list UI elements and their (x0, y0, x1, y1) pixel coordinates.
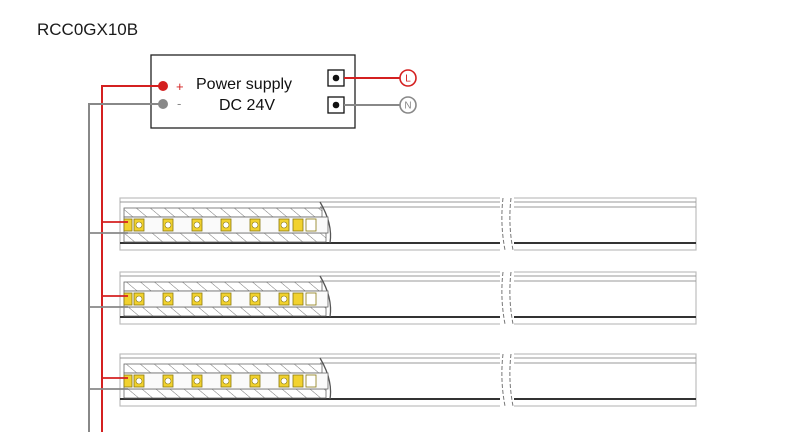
break-line (501, 353, 506, 407)
break-line (501, 197, 506, 251)
input-solder-pad (123, 218, 133, 232)
led-chip (220, 374, 232, 388)
led-strip-3 (89, 352, 697, 410)
live-terminal-icon (399, 69, 417, 87)
led-chip (249, 218, 261, 232)
led-strip-1 (89, 196, 697, 254)
neutral-terminal-icon (399, 96, 417, 114)
input-solder-pad (123, 374, 133, 388)
cut-point-pad (292, 292, 304, 306)
led-chip (278, 292, 290, 306)
led-chip (278, 374, 290, 388)
neutral-label: N (404, 101, 411, 112)
cut-point-pad (292, 218, 304, 232)
live-label: L (405, 74, 411, 85)
cut-point-pad (292, 374, 304, 388)
led-chip (191, 292, 203, 306)
led-chip (249, 292, 261, 306)
led-chip (278, 218, 290, 232)
negative-bus-wire (88, 103, 163, 432)
led-chip (162, 374, 174, 388)
break-line (501, 271, 506, 325)
led-chip (220, 218, 232, 232)
led-strip-2 (89, 270, 697, 328)
psu-label-line1: Power supply (196, 76, 292, 93)
psu-label-line2: DC 24V (219, 97, 275, 114)
power-supply: Power supply DC 24V + - (150, 54, 356, 129)
led-strip-group (89, 196, 697, 410)
led-chip (133, 218, 145, 232)
led-chip (162, 292, 174, 306)
led-chip (249, 374, 261, 388)
positive-symbol: + (176, 79, 184, 94)
negative-symbol: - (177, 96, 181, 111)
led-chip (133, 292, 145, 306)
led-chip (220, 292, 232, 306)
led-chip (133, 374, 145, 388)
model-title: RCC0GX10B (37, 20, 139, 39)
led-chip (191, 374, 203, 388)
led-chip (162, 218, 174, 232)
dc-bus-wires (88, 85, 163, 432)
positive-bus-wire (101, 85, 163, 432)
input-solder-pad (123, 292, 133, 306)
led-chip (191, 218, 203, 232)
